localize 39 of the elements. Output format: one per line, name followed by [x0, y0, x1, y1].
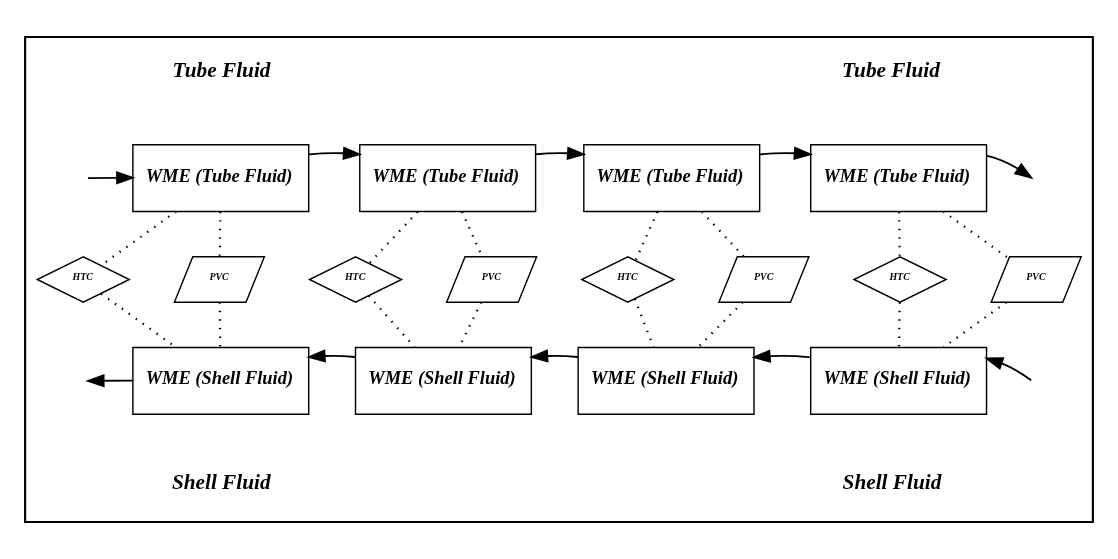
arrow	[87, 171, 136, 185]
connector	[701, 211, 745, 258]
node-box: WME (Tube Fluid)	[359, 144, 537, 213]
node-box: WME (Shell Fluid)	[577, 346, 755, 415]
connector	[218, 302, 222, 348]
connector	[368, 211, 419, 264]
node-box: WME (Shell Fluid)	[132, 346, 310, 415]
arrow	[983, 357, 1033, 382]
node-box: WME (Tube Fluid)	[132, 144, 310, 213]
arrow	[528, 349, 579, 363]
label: Tube Fluid	[841, 58, 940, 83]
arrow	[985, 154, 1034, 180]
arrow	[751, 349, 812, 363]
node-diamond: HTC	[852, 256, 948, 303]
connector	[942, 210, 1010, 260]
connector	[368, 295, 416, 348]
arrow	[534, 146, 587, 160]
label: Shell Fluid	[171, 469, 271, 494]
arrow	[759, 146, 814, 160]
connector	[633, 298, 655, 348]
node-diamond: HTC	[35, 256, 131, 303]
arrow	[306, 349, 357, 363]
node-box: WME (Tube Fluid)	[583, 144, 761, 213]
arrow	[308, 146, 363, 160]
label: Shell Fluid	[842, 469, 942, 494]
connector	[697, 301, 744, 349]
connector	[942, 301, 1007, 349]
arrow	[85, 373, 134, 388]
connector	[897, 302, 901, 348]
connector	[897, 211, 901, 257]
node-box: WME (Shell Fluid)	[354, 346, 533, 415]
cluster	[24, 35, 1094, 524]
node-box: WME (Tube Fluid)	[810, 144, 988, 213]
node-box: WME (Shell Fluid)	[810, 346, 988, 415]
label: Tube Fluid	[172, 58, 271, 83]
node-diamond: HTC	[580, 256, 676, 303]
connector	[634, 211, 659, 261]
node-diamond: HTC	[307, 256, 404, 303]
connector	[218, 211, 222, 257]
